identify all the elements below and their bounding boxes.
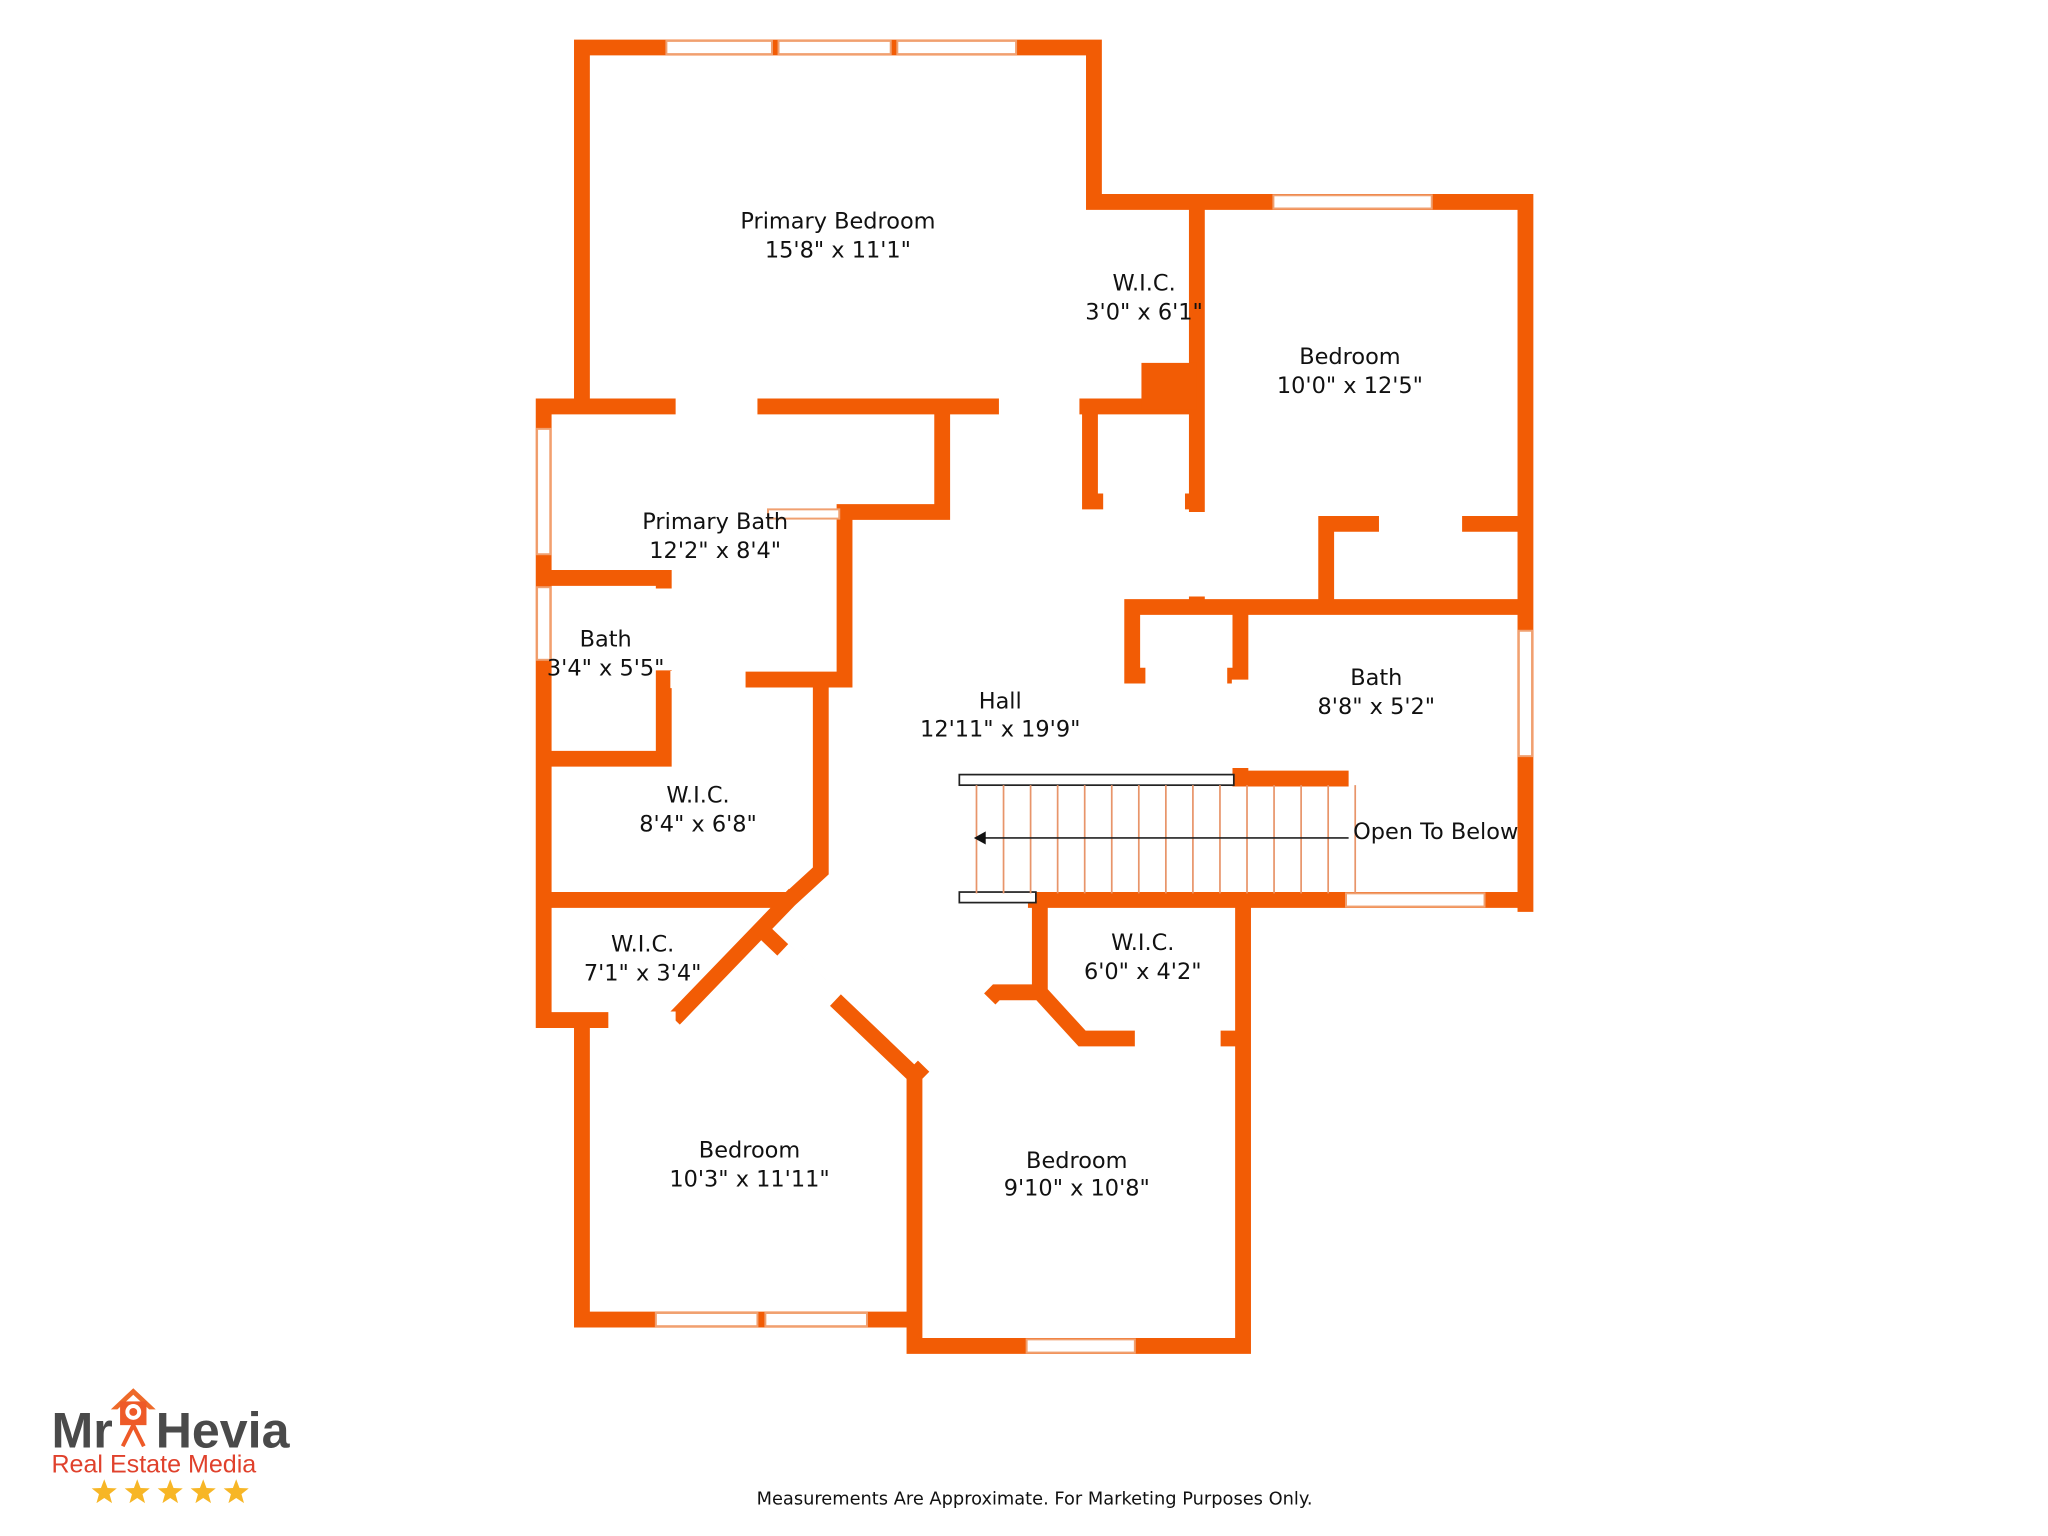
room-size: 10'0" x 12'5" <box>1277 373 1423 399</box>
star-icon <box>223 1479 249 1504</box>
windows <box>536 39 1534 1354</box>
logo-tagline: Real Estate Media <box>51 1451 256 1479</box>
room-name: W.I.C. <box>1112 270 1175 296</box>
room-name: Primary Bedroom <box>740 208 935 234</box>
disclaimer: Measurements Are Approximate. For Market… <box>757 1488 1313 1509</box>
star-icon <box>124 1479 150 1504</box>
room-name: Bedroom <box>1299 344 1400 370</box>
room-size: 12'2" x 8'4" <box>649 538 781 564</box>
room-name: Hall <box>979 689 1022 715</box>
room-size: 3'4" x 5'5" <box>547 656 665 682</box>
open-to-below-label: Open To Below <box>1353 819 1518 845</box>
star-icon <box>190 1479 216 1504</box>
room-size: 8'8" x 5'2" <box>1318 694 1436 720</box>
room-labels: Primary Bedroom 15'8" x 11'1" W.I.C. 3'0… <box>547 208 1518 1201</box>
room-name: W.I.C. <box>666 782 729 808</box>
logo: Mr Hevia Real Estate Media <box>51 1388 291 1504</box>
doors <box>610 234 1518 1073</box>
stair-arrow-icon <box>973 831 986 845</box>
room-name: Bedroom <box>699 1137 800 1163</box>
logo-hevia: Hevia <box>156 1403 291 1459</box>
room-name: Bedroom <box>1026 1148 1127 1174</box>
room-name: Bath <box>580 627 632 653</box>
room-name: Primary Bath <box>642 509 788 535</box>
room-name: Bath <box>1350 665 1402 691</box>
room-name: W.I.C. <box>611 931 674 957</box>
room-size: 12'11" x 19'9" <box>920 716 1080 742</box>
room-name: W.I.C. <box>1111 930 1174 956</box>
star-icon <box>91 1479 117 1504</box>
room-size: 10'3" x 11'11" <box>669 1166 829 1192</box>
room-size: 6'0" x 4'2" <box>1084 959 1202 985</box>
room-size: 7'1" x 3'4" <box>584 960 702 986</box>
stairs <box>958 773 1357 904</box>
room-size: 15'8" x 11'1" <box>765 237 911 263</box>
room-size: 9'10" x 10'8" <box>1004 1176 1150 1202</box>
room-size: 3'0" x 6'1" <box>1085 299 1203 325</box>
logo-mr: Mr <box>51 1403 112 1459</box>
star-icon <box>157 1479 183 1504</box>
room-size: 8'4" x 6'8" <box>639 811 757 837</box>
